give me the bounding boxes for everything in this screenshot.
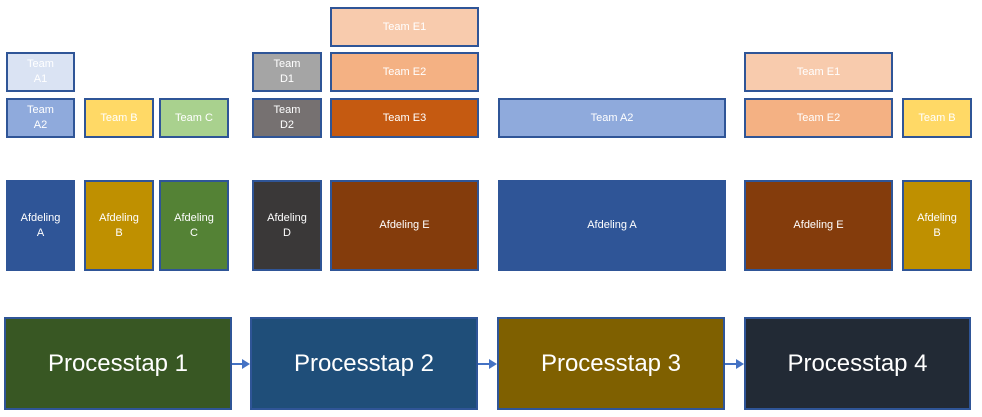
team-d2-box: Team D2 <box>252 98 322 138</box>
department-d-box: Afdeling D <box>252 180 322 271</box>
department-a-box-step3: Afdeling A <box>498 180 726 271</box>
team-e1-box-step4: Team E1 <box>744 52 893 92</box>
team-a1-box: Team A1 <box>6 52 75 92</box>
team-c-box: Team C <box>159 98 229 138</box>
process-step-4: Processtap 4 <box>744 317 971 410</box>
team-b-box: Team B <box>84 98 154 138</box>
department-b-box-step4: Afdeling B <box>902 180 972 271</box>
arrow-step1-to-step2 <box>232 359 250 369</box>
team-a2-box-step3: Team A2 <box>498 98 726 138</box>
process-step-1: Processtap 1 <box>4 317 232 410</box>
department-e-box-step4: Afdeling E <box>744 180 893 271</box>
process-step-2: Processtap 2 <box>250 317 478 410</box>
team-e2-box-step4: Team E2 <box>744 98 893 138</box>
team-e3-box: Team E3 <box>330 98 479 138</box>
department-e-box: Afdeling E <box>330 180 479 271</box>
arrow-step2-to-step3 <box>478 359 497 369</box>
team-e1-box: Team E1 <box>330 7 479 47</box>
team-a2-box: Team A2 <box>6 98 75 138</box>
team-d1-box: Team D1 <box>252 52 322 92</box>
team-b-box-step4: Team B <box>902 98 972 138</box>
department-c-box: Afdeling C <box>159 180 229 271</box>
arrow-step3-to-step4 <box>725 359 744 369</box>
team-e2-box: Team E2 <box>330 52 479 92</box>
process-step-3: Processtap 3 <box>497 317 725 410</box>
department-b-box: Afdeling B <box>84 180 154 271</box>
department-a-box: Afdeling A <box>6 180 75 271</box>
